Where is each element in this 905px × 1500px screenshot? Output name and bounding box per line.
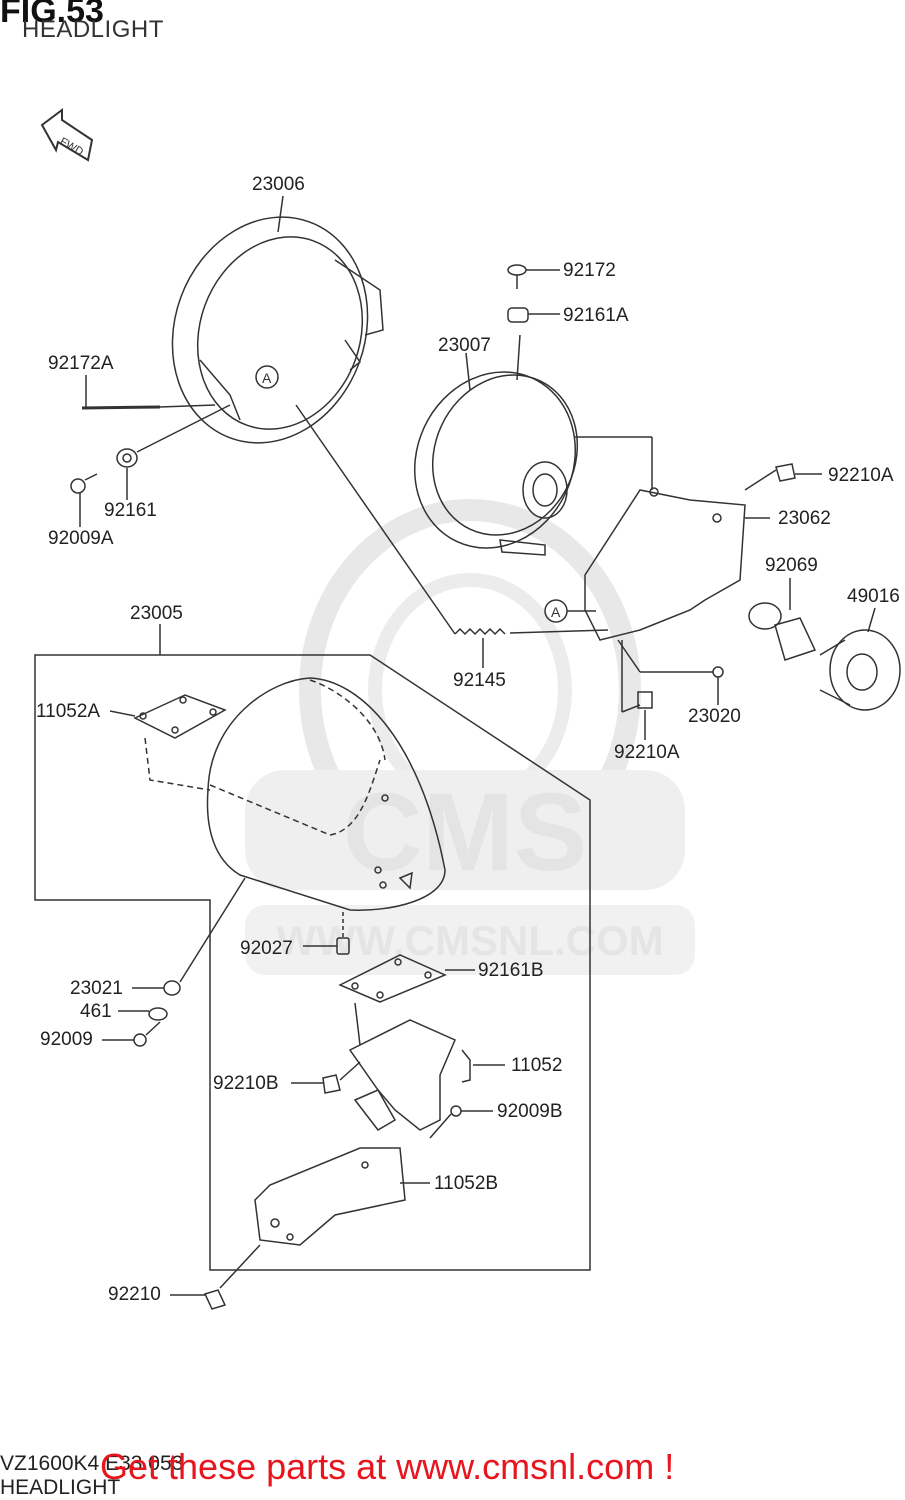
part-label-92009: 92009 — [40, 1029, 93, 1050]
part-label-92161B: 92161B — [478, 960, 544, 981]
part-92210A-clip-top — [744, 463, 822, 491]
ref-a-bottom: A — [551, 604, 561, 620]
part-92161A-grommet — [507, 307, 560, 323]
part-92145-spring — [295, 404, 609, 668]
part-label-461: 461 — [80, 1001, 112, 1022]
part-label-92161A: 92161A — [563, 305, 629, 326]
promo-link[interactable]: Get these parts at www.cmsnl.com ! — [100, 1446, 675, 1487]
part-label-23021: 23021 — [70, 978, 123, 999]
part-92161-grommet — [116, 404, 231, 468]
ref-a-top: A — [262, 370, 272, 386]
part-92069-bulb — [748, 578, 817, 661]
part-11052-bracket — [348, 1002, 505, 1131]
part-label-92145: 92145 — [453, 670, 506, 691]
part-23006-rim — [171, 216, 384, 444]
part-label-92027: 92027 — [240, 938, 293, 959]
part-23021-collar — [132, 877, 246, 996]
part-23007-headlight-unit — [413, 334, 579, 556]
model-code: VZ1600K4 E33 053 — [0, 1452, 184, 1475]
part-label-92210B: 92210B — [213, 1073, 279, 1094]
part-92172A-screw — [81, 404, 216, 410]
part-92161B-plate — [338, 954, 475, 1003]
part-label-92172A: 92172A — [48, 353, 114, 374]
part-label-92172: 92172 — [563, 260, 616, 281]
figure-number: FIG.53 — [0, 0, 104, 30]
part-92027-spacer — [303, 912, 350, 955]
part-label-23020: 23020 — [688, 706, 741, 727]
part-92172-screw — [507, 264, 560, 289]
part-label-23006: 23006 — [252, 174, 305, 195]
part-label-92009B: 92009B — [497, 1101, 563, 1122]
part-label-23062: 23062 — [778, 508, 831, 529]
part-49016-socket-cover — [819, 607, 901, 711]
part-label-92210A-bottom: 92210A — [614, 742, 680, 763]
part-23062-bracket — [544, 436, 770, 641]
part-label-92009A: 92009A — [48, 528, 114, 549]
part-92210-nut — [170, 1244, 261, 1310]
part-label-11052A: 11052A — [36, 701, 101, 722]
part-label-92161: 92161 — [104, 500, 157, 521]
part-92210A-clip-bottom — [621, 640, 653, 740]
part-92009B-bolt — [429, 1105, 493, 1139]
part-label-49016: 49016 — [847, 586, 900, 607]
part-label-11052: 11052 — [511, 1055, 563, 1076]
watermark-url: WWW.CMSNL.COM — [276, 917, 663, 964]
part-92009A-bolt — [70, 473, 98, 494]
part-461-washer — [118, 1007, 168, 1021]
part-92009-bolt — [102, 1021, 161, 1047]
part-92210B-nut — [291, 1061, 361, 1094]
part-label-23007: 23007 — [438, 335, 491, 356]
part-label-23005: 23005 — [130, 603, 183, 624]
watermark-brand: CMS — [343, 771, 587, 894]
figure-title: HEADLIGHT — [22, 16, 164, 43]
part-23005-cowl-box — [34, 624, 591, 1271]
part-label-92210: 92210 — [108, 1284, 161, 1305]
watermark-logo: CMS WWW.CMSNL.COM — [245, 499, 695, 975]
part-label-92210A-top: 92210A — [828, 465, 894, 486]
part-cowl-shell — [206, 677, 446, 911]
footer-subtitle: HEADLIGHT — [0, 1476, 121, 1499]
part-11052B-plate — [254, 1089, 430, 1246]
part-11052A-plate — [109, 694, 227, 791]
part-label-11052B: 11052B — [434, 1173, 499, 1194]
fwd-arrow-icon: FWD — [40, 108, 94, 162]
part-label-92069: 92069 — [765, 555, 818, 576]
ref-a-circle-top — [255, 365, 279, 389]
